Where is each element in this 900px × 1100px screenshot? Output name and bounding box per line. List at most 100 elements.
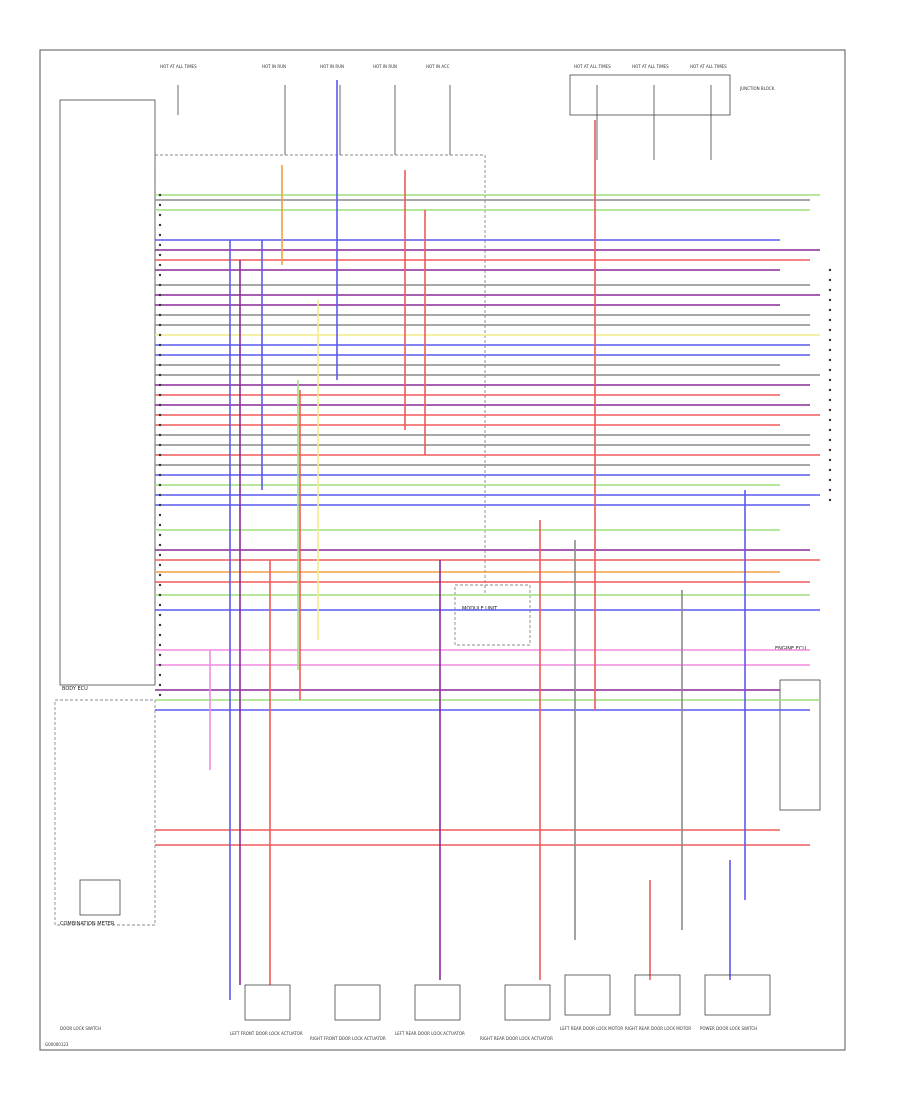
- pin: [828, 268, 832, 272]
- pin: [828, 328, 832, 332]
- bottom-label-7: RIGHT REAR DOOR LOCK MOTOR: [625, 1026, 691, 1031]
- pin: [158, 543, 162, 547]
- pin: [828, 338, 832, 342]
- pin: [828, 278, 832, 282]
- pin: [158, 383, 162, 387]
- pin: [158, 443, 162, 447]
- pin: [158, 563, 162, 567]
- bottom-label-3: RIGHT FRONT DOOR LOCK ACTUATOR: [310, 1036, 386, 1041]
- pin: [158, 483, 162, 487]
- pin: [158, 623, 162, 627]
- actuator-rr-box: [504, 984, 551, 1021]
- bottom-label-1: DOOR LOCK SWITCH: [60, 1026, 101, 1031]
- fuse-label-2: HOT IN RUN: [262, 64, 286, 69]
- fuse-drops: [177, 85, 712, 160]
- pin: [158, 513, 162, 517]
- pin: [158, 663, 162, 667]
- left-module-pins: [158, 193, 162, 697]
- pin: [828, 388, 832, 392]
- horizontal-wire-group: [155, 194, 820, 846]
- pin: [158, 263, 162, 267]
- pin: [158, 313, 162, 317]
- pin: [828, 448, 832, 452]
- pin: [158, 533, 162, 537]
- actuator-lr-box: [414, 984, 461, 1021]
- junction-box-label: JUNCTION BLOCK: [739, 86, 775, 91]
- diagram-frame: [39, 49, 846, 1051]
- pin: [158, 433, 162, 437]
- pin: [158, 303, 162, 307]
- pin: [158, 213, 162, 217]
- pin: [158, 223, 162, 227]
- pin: [828, 478, 832, 482]
- pin: [158, 353, 162, 357]
- pin: [828, 398, 832, 402]
- pin: [828, 318, 832, 322]
- pin: [158, 193, 162, 197]
- bottom-label-5: RIGHT REAR DOOR LOCK ACTUATOR: [480, 1036, 553, 1041]
- pin: [158, 693, 162, 697]
- footer-code: G00000123: [45, 1042, 69, 1047]
- motor-rr-box: [634, 974, 681, 1016]
- pin: [158, 243, 162, 247]
- bottom-labels: DOOR LOCK SWITCH LEFT FRONT DOOR LOCK AC…: [60, 1026, 757, 1041]
- pin: [828, 458, 832, 462]
- center-module-box: [454, 584, 531, 646]
- fuse-label-3: HOT IN RUN: [320, 64, 344, 69]
- center-module-label: MODULE UNIT: [462, 606, 498, 612]
- pin: [158, 333, 162, 337]
- pin: [158, 503, 162, 507]
- pin: [828, 418, 832, 422]
- pin: [158, 613, 162, 617]
- pin: [828, 348, 832, 352]
- pin: [828, 288, 832, 292]
- pin: [158, 493, 162, 497]
- combination-meter-label: COMBINATION METER: [60, 921, 115, 927]
- fuse-label-1: HOT AT ALL TIMES: [160, 64, 197, 69]
- pin: [158, 463, 162, 467]
- pin: [158, 393, 162, 397]
- combination-meter-box: [54, 699, 156, 926]
- pin: [158, 653, 162, 657]
- pin: [158, 453, 162, 457]
- pin: [158, 633, 162, 637]
- actuator-lf-box: [244, 984, 291, 1021]
- pin: [158, 593, 162, 597]
- pin: [828, 378, 832, 382]
- pin: [828, 498, 832, 502]
- bottom-label-8: POWER DOOR LOCK SWITCH: [700, 1026, 757, 1031]
- pin: [158, 343, 162, 347]
- pin: [158, 473, 162, 477]
- pin: [158, 273, 162, 277]
- pin: [158, 233, 162, 237]
- pin: [828, 358, 832, 362]
- pin: [158, 553, 162, 557]
- left-module-label: BODY ECU: [62, 686, 88, 692]
- door-lock-switch-box: [79, 879, 121, 916]
- actuator-rf-box: [334, 984, 381, 1021]
- pin: [158, 253, 162, 257]
- fuse-label-5: HOT IN ACC: [426, 64, 450, 69]
- pin: [828, 488, 832, 492]
- pin: [158, 203, 162, 207]
- fuse-label-8: HOT AT ALL TIMES: [690, 64, 727, 69]
- pin: [158, 573, 162, 577]
- motor-lr-box: [564, 974, 611, 1016]
- bottom-label-2: LEFT FRONT DOOR LOCK ACTUATOR: [230, 1031, 303, 1036]
- vertical-wire-group: [209, 80, 746, 1000]
- power-lock-switch-box: [704, 974, 771, 1016]
- pin: [158, 293, 162, 297]
- bottom-components: [79, 879, 771, 1021]
- right-side-pins: [828, 268, 832, 502]
- pin: [158, 523, 162, 527]
- left-module-box: [59, 99, 156, 686]
- right-module-label: ENGINE ECU: [775, 646, 806, 652]
- pin: [158, 413, 162, 417]
- pin: [158, 283, 162, 287]
- pin: [158, 643, 162, 647]
- pin: [828, 428, 832, 432]
- pin: [158, 673, 162, 677]
- pin: [828, 368, 832, 372]
- pin: [158, 323, 162, 327]
